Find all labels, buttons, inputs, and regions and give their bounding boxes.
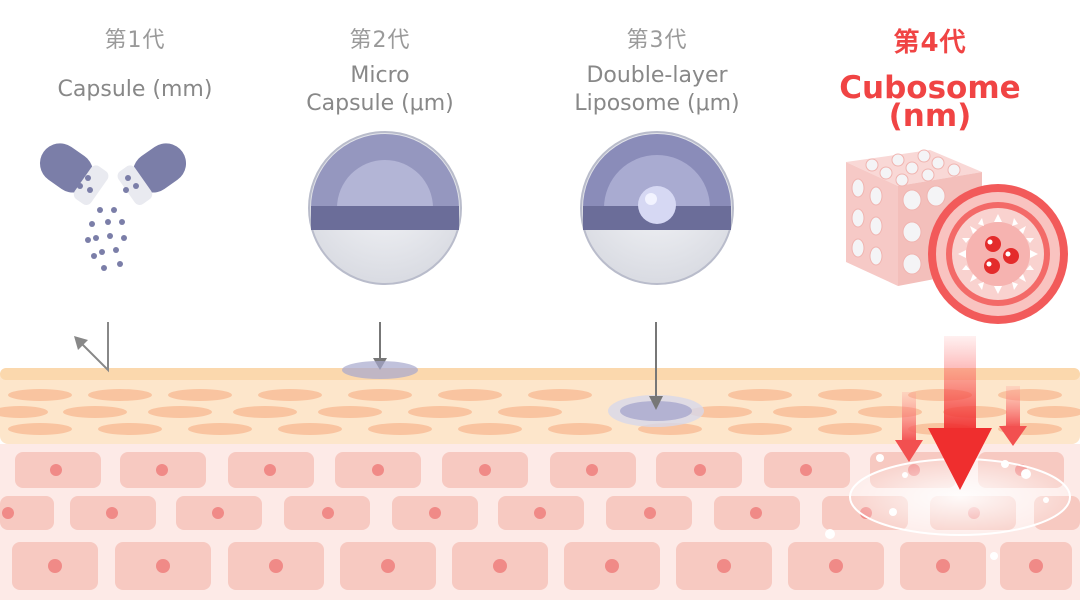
capsule-icon bbox=[39, 143, 187, 205]
generation-label-highlight: 第4代 bbox=[893, 28, 967, 58]
generation-name-line: Capsule (μm) bbox=[306, 91, 454, 116]
generation-label: 第1代 bbox=[104, 28, 166, 53]
generation-name: Capsule (mm) bbox=[0, 76, 270, 104]
generation-name-highlight: Cubosome (nm) bbox=[795, 70, 1065, 134]
generation-name: Double-layer Liposome (μm) bbox=[522, 62, 792, 118]
generation-name-line: Double-layer bbox=[586, 63, 728, 88]
generation-name-line: Micro bbox=[350, 63, 410, 88]
micro-capsule-sphere bbox=[308, 131, 462, 285]
generation-name-line: Capsule (mm) bbox=[57, 77, 213, 102]
bounce-arrow bbox=[74, 322, 109, 373]
generation-label: 第2代 bbox=[349, 28, 411, 53]
cubosome-penetration-arrows bbox=[825, 336, 1071, 560]
liposome-arrow bbox=[608, 322, 704, 427]
liposome-sphere bbox=[580, 131, 734, 285]
generation-name: Micro Capsule (μm) bbox=[245, 62, 515, 118]
micro-capsule-arrow bbox=[342, 322, 418, 379]
epidermis-layer bbox=[0, 368, 1080, 444]
cubosome-cross-section-icon bbox=[928, 184, 1068, 324]
generation-name-line: Cubosome (nm) bbox=[839, 70, 1021, 134]
capsule-particles bbox=[85, 207, 127, 271]
generation-name-line: Liposome (μm) bbox=[574, 91, 740, 116]
generation-label: 第3代 bbox=[626, 28, 688, 53]
